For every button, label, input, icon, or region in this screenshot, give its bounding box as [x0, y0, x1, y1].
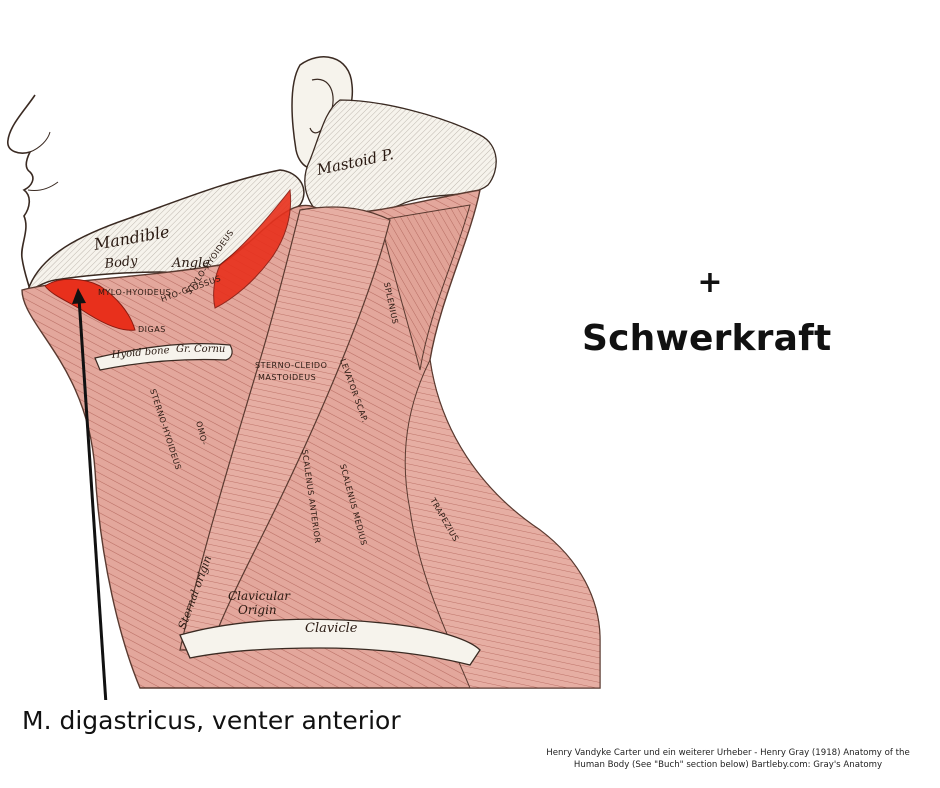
gravity-label: Schwerkraft — [582, 318, 831, 359]
label-clavicular-origin-1: Clavicular — [228, 589, 291, 603]
credit-line-2: Human Body (See "Buch" section below) Ba… — [520, 759, 936, 771]
label-sternocleido-1: STERNO-CLEIDO — [255, 361, 327, 370]
image-credit: Henry Vandyke Carter und ein weiterer Ur… — [520, 747, 936, 771]
label-digastricus: DIGAS — [138, 325, 166, 334]
plus-sign: + — [690, 265, 730, 300]
label-clavicular-origin-2: Origin — [238, 603, 277, 617]
neck-muscles-illustration: Mastoid P. Mandible Body Angle STYLO-HYO… — [0, 40, 610, 700]
muscle-caption: M. digastricus, venter anterior — [22, 706, 401, 735]
label-clavicle: Clavicle — [305, 621, 358, 636]
label-sternocleido-2: MASTOIDEUS — [258, 373, 316, 382]
credit-line-1: Henry Vandyke Carter und ein weiterer Ur… — [520, 747, 936, 759]
label-gr-cornu: Gr. Cornu — [176, 344, 225, 355]
